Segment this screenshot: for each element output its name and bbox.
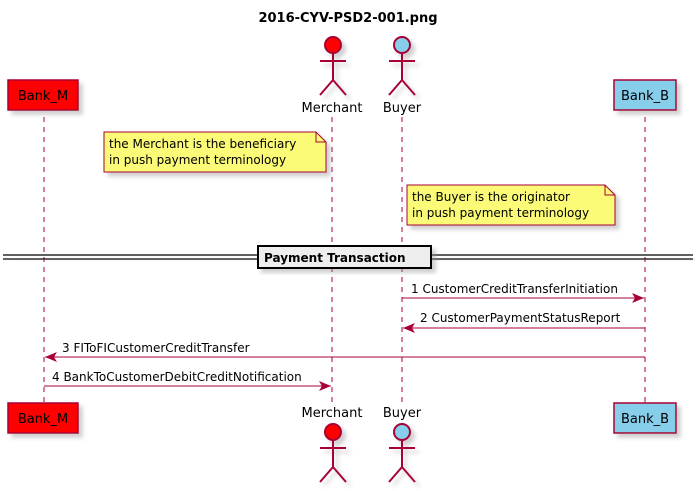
arrowhead-left-icon (45, 352, 57, 362)
actor-figure-icon (319, 423, 347, 483)
message-label: 4 BankToCustomerDebitCreditNotification (52, 370, 302, 384)
note-fold (315, 132, 326, 143)
arrowhead-left-icon (403, 323, 415, 333)
arrowhead-right-icon (319, 381, 331, 391)
message-label: 2 CustomerPaymentStatusReport (420, 311, 621, 325)
note-line: the Merchant is the beneficiary (109, 137, 296, 151)
actor-label: Buyer (383, 101, 422, 116)
message-label: 1 CustomerCreditTransferInitiation (411, 282, 618, 296)
actor-buyer-bottom[interactable]: Buyer (383, 406, 422, 483)
note-box (103, 131, 327, 173)
divider-payment-transaction: Payment Transaction (3, 245, 693, 269)
note-line: the Buyer is the originator (412, 190, 570, 204)
participant-label: Bank_M (18, 89, 68, 104)
diagram-title: 2016-CYV-PSD2-001.png (258, 11, 437, 26)
note-buyer: the Buyer is the originator in push paym… (406, 184, 616, 226)
actor-merchant-bottom[interactable]: Merchant (302, 406, 363, 483)
participant-label: Bank_B (621, 412, 669, 427)
note-box (406, 184, 616, 226)
note-fold (604, 185, 615, 196)
divider-label: Payment Transaction (264, 251, 406, 265)
message-label: 3 FIToFICustomerCreditTransfer (62, 341, 250, 355)
actor-label: Buyer (383, 406, 422, 421)
participant-box (7, 79, 79, 111)
participant-label: Bank_B (621, 89, 669, 104)
participant-bank-b-bottom[interactable]: Bank_B (613, 402, 677, 434)
participant-bank-b-top[interactable]: Bank_B (613, 79, 677, 111)
actor-buyer-top[interactable]: Buyer (383, 36, 422, 116)
actor-figure-icon (388, 36, 416, 96)
participant-box (7, 402, 79, 434)
note-line: in push payment terminology (109, 153, 286, 167)
arrowhead-right-icon (632, 293, 644, 303)
actor-merchant-top[interactable]: Merchant (302, 36, 363, 116)
divider-box (257, 245, 432, 269)
participant-box (613, 79, 677, 111)
participant-bank-m-top[interactable]: Bank_M (7, 79, 79, 111)
note-merchant: the Merchant is the beneficiary in push … (103, 131, 327, 173)
actor-label: Merchant (302, 406, 363, 421)
message-3[interactable]: 3 FIToFICustomerCreditTransfer (45, 341, 645, 362)
actor-figure-icon (388, 423, 416, 483)
participant-bank-m-bottom[interactable]: Bank_M (7, 402, 79, 434)
message-4[interactable]: 4 BankToCustomerDebitCreditNotification (44, 370, 331, 391)
actor-label: Merchant (302, 101, 363, 116)
note-line: in push payment terminology (412, 206, 589, 220)
participant-box (613, 402, 677, 434)
participant-label: Bank_M (18, 412, 68, 427)
actor-figure-icon (319, 36, 347, 96)
message-2[interactable]: 2 CustomerPaymentStatusReport (403, 311, 645, 333)
message-1[interactable]: 1 CustomerCreditTransferInitiation (402, 282, 644, 303)
